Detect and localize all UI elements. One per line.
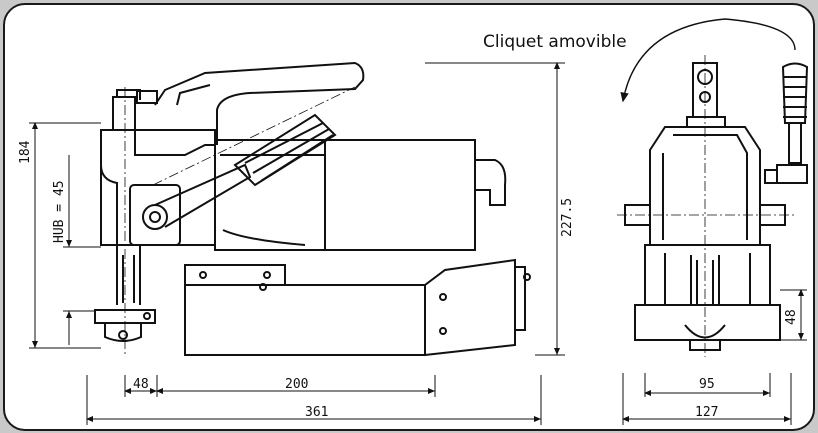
front-view — [617, 18, 809, 357]
dim-361: 361 — [305, 405, 328, 420]
side-view — [94, 61, 531, 357]
dim-184: 184 — [18, 140, 33, 164]
dim-127: 127 — [695, 405, 718, 420]
technical-drawing: Cliquet amovible 48 200 361 184 HUB = 45… — [18, 18, 809, 425]
dim-95: 95 — [699, 377, 715, 392]
dim-200: 200 — [285, 377, 308, 392]
drawing-frame: Cliquet amovible 48 200 361 184 HUB = 45… — [3, 3, 815, 431]
dim-227: 227.5 — [560, 198, 575, 237]
dim-48-right: 48 — [784, 309, 799, 325]
dimension-lines — [29, 62, 807, 425]
dim-48-bottom: 48 — [133, 377, 149, 392]
annotation-label: Cliquet amovible — [483, 32, 627, 52]
dim-hub: HUB = 45 — [52, 180, 67, 243]
